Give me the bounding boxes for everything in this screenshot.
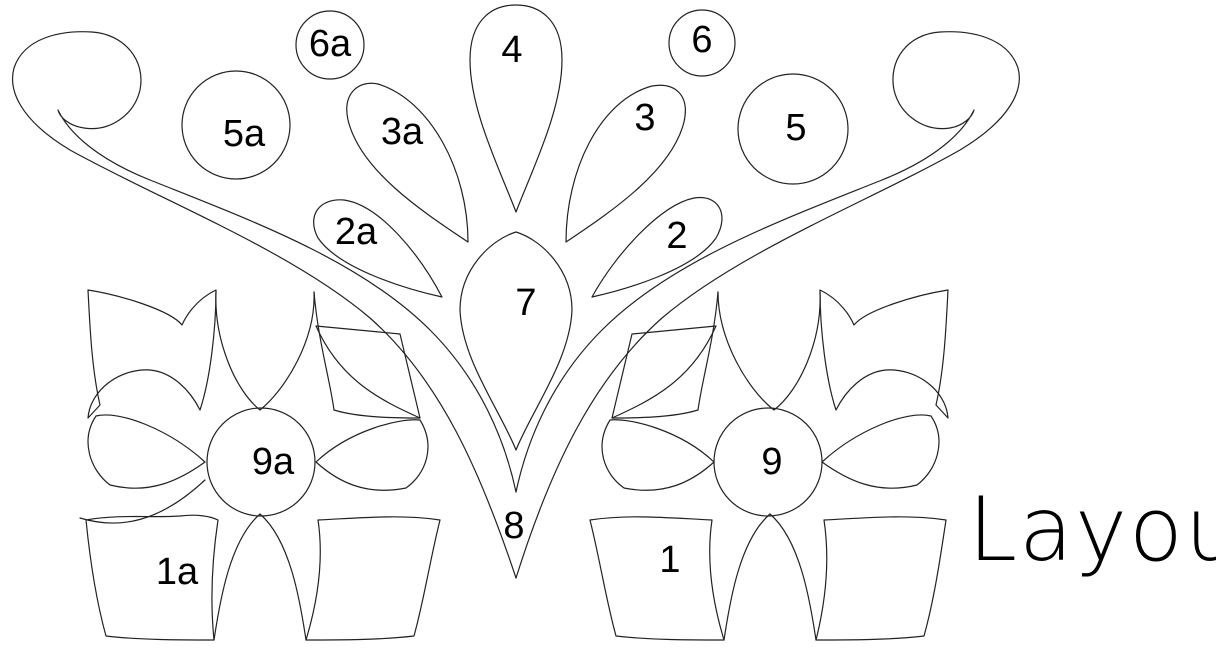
piece-4-teardrop bbox=[469, 4, 563, 213]
piece-1-flower bbox=[589, 289, 949, 641]
piece-7-teardrop bbox=[459, 231, 573, 451]
piece-1a-flower bbox=[79, 289, 441, 641]
label-5: 5 bbox=[785, 107, 806, 149]
label-9: 9 bbox=[761, 441, 782, 483]
piece-5a-circle bbox=[181, 70, 291, 180]
label-5a: 5a bbox=[223, 113, 266, 155]
label-1a: 1a bbox=[156, 551, 199, 593]
piece-2-petal bbox=[591, 196, 723, 298]
label-6: 6 bbox=[691, 19, 712, 61]
piece-3a-petal bbox=[346, 82, 469, 243]
label-3a: 3a bbox=[381, 111, 424, 153]
label-9a: 9a bbox=[252, 441, 295, 483]
label-2: 2 bbox=[666, 215, 687, 257]
layout-title: Layout bbox=[968, 478, 1216, 581]
label-1: 1 bbox=[659, 539, 680, 581]
label-6a: 6a bbox=[309, 23, 352, 65]
piece-6a-circle bbox=[295, 10, 365, 80]
piece-3-petal bbox=[565, 84, 686, 243]
piece-8-left-scroll bbox=[12, 31, 517, 579]
label-8: 8 bbox=[503, 505, 524, 547]
piece-6-circle bbox=[668, 9, 736, 77]
label-4: 4 bbox=[501, 29, 522, 71]
piece-8-right-scroll bbox=[515, 31, 1020, 579]
piece-5-circle bbox=[737, 73, 849, 185]
label-7: 7 bbox=[515, 282, 536, 324]
label-2a: 2a bbox=[335, 211, 378, 253]
piece-9a-circle bbox=[206, 407, 316, 517]
label-3: 3 bbox=[634, 97, 655, 139]
piece-2a-petal bbox=[313, 199, 443, 298]
